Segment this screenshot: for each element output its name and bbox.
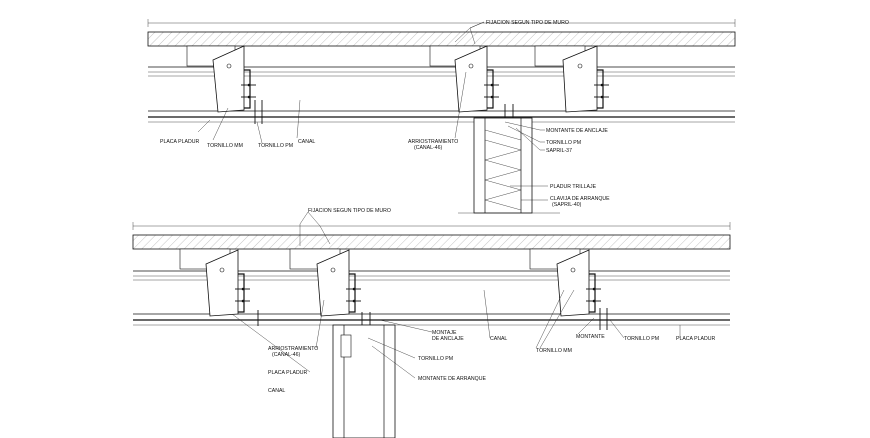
top-channel-profile <box>597 69 604 109</box>
label-placa-pladur-left-bottom: PLACA PLADUR <box>268 370 307 376</box>
bottom-leaders <box>231 211 681 379</box>
label-montante-arranque-bottom: MONTANTE DE ARRANQUE <box>418 376 486 382</box>
label-canal-top: CANAL <box>298 139 315 145</box>
bottom-bracket-hole <box>330 267 336 273</box>
bottom-fasteners <box>235 287 608 338</box>
label-montaje-bottom-2: DE ANCLAJE <box>432 336 464 342</box>
label-tornillo-mm-bottom: TORNILLO MM <box>536 348 572 354</box>
label-arriostramiento-top-1: ARRIOSTRAMIENTO <box>408 139 458 145</box>
label-montante-anclaje-top: MONTANTE DE ANCLAJE <box>546 128 608 134</box>
top-bracket-plate <box>212 45 245 113</box>
bottom-section: FIJACION SEGUN TIPO DE MURO ARRIOSTRAMIE… <box>132 208 731 438</box>
label-tornillo-pm-top: TORNILLO PM <box>258 143 293 149</box>
top-bracket-hole <box>468 63 474 69</box>
bottom-bracket-hole <box>570 267 576 273</box>
label-arriostramiento-bottom-1: ARRIOSTRAMIENTO <box>268 346 318 352</box>
top-fasteners <box>241 83 609 130</box>
top-partition-wall <box>473 117 533 214</box>
label-arriostramiento-bottom-2: (CANAL-46) <box>272 352 301 358</box>
top-bracket-hole <box>226 63 232 69</box>
top-channel-profile <box>487 69 494 109</box>
label-montaje-bottom-1: MONTAJE <box>432 330 457 336</box>
bottom-channel-profile <box>349 273 356 313</box>
label-canal-left-bottom: CANAL <box>268 388 285 394</box>
label-montante-bottom: MONTANTE <box>576 334 605 340</box>
bottom-bracket-plate <box>205 249 239 317</box>
label-fijacion-top: FIJACION SEGUN TIPO DE MURO <box>486 20 569 26</box>
top-bracket-plate <box>454 45 488 113</box>
label-clavija-top-2: (SAPRIL-40) <box>552 202 582 208</box>
top-bracket-hole <box>577 63 583 69</box>
label-arriostramiento-top-2: (CANAL-46) <box>414 145 443 151</box>
top-stud-zigzag <box>484 129 522 211</box>
top-wall-slab <box>147 31 736 47</box>
bottom-channel-profile <box>589 273 596 313</box>
bottom-bracket-hole <box>219 267 225 273</box>
label-pladur-trillaje-top: PLADUR TRILLAJE <box>550 184 597 190</box>
label-fijacion-bottom: FIJACION SEGUN TIPO DE MURO <box>308 208 391 214</box>
top-bracket-plate <box>562 45 598 113</box>
top-leaders <box>197 21 548 201</box>
label-tornillo-mm-top: TORNILLO MM <box>207 143 243 149</box>
label-sapril-top: SAPRIL-37 <box>546 148 572 154</box>
label-canal-center-bottom: CANAL <box>490 336 507 342</box>
bottom-bracket-plate <box>316 249 350 317</box>
label-tornillo-pm-bottom: TORNILLO PM <box>418 356 453 362</box>
bottom-channel-profile <box>238 273 245 313</box>
bottom-wall-slab <box>132 234 731 250</box>
bottom-anchor-block <box>340 334 352 358</box>
label-placa-pladur-top: PLACA PLADUR <box>160 139 199 145</box>
label-tornillo-pm-right-bottom: TORNILLO PM <box>624 336 659 342</box>
top-section: FIJACION SEGUN TIPO DE MURO PLACA PLADUR… <box>147 19 736 214</box>
label-clavija-top-1: CLAVIJA DE ARRANQUE <box>550 196 610 202</box>
label-placa-pladur-right-bottom: PLACA PLADUR <box>676 336 715 342</box>
top-channel-profile <box>244 69 251 109</box>
label-tornillo-pm-right-top: TORNILLO PM <box>546 140 581 146</box>
